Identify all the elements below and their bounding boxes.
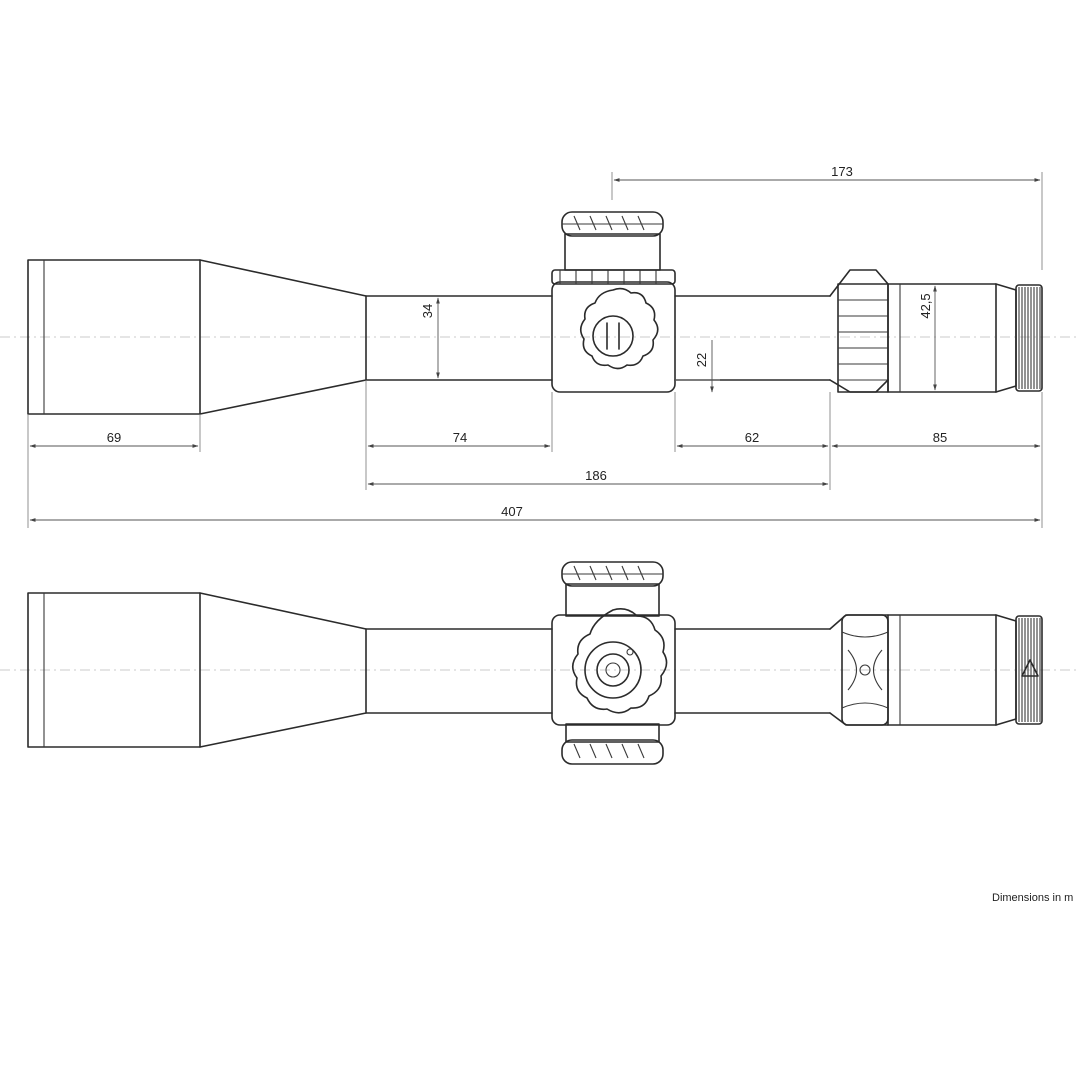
turret-housing bbox=[551, 211, 676, 393]
eyepiece-assembly-side bbox=[829, 614, 1043, 726]
dim-turret-height: 22 bbox=[694, 353, 709, 367]
main-tube bbox=[365, 295, 831, 381]
dim-eyepiece: 85 bbox=[933, 430, 947, 445]
triangle-mark-icon bbox=[1021, 659, 1039, 677]
dim-overall-length: 407 bbox=[501, 504, 523, 519]
objective-bell-side bbox=[27, 592, 367, 748]
dim-eyepiece-diameter: 42,5 bbox=[918, 293, 933, 318]
scope-side-view bbox=[0, 561, 1080, 765]
main-tube-side bbox=[365, 628, 831, 714]
eyepiece-assembly bbox=[829, 269, 1043, 393]
dim-tube-right: 62 bbox=[745, 430, 759, 445]
dim-tube-left: 74 bbox=[453, 430, 467, 445]
turret-housing-side bbox=[551, 561, 676, 765]
dim-top-span: 173 bbox=[831, 164, 853, 179]
extension-lines bbox=[27, 172, 1043, 528]
units-note: Dimensions in m bbox=[992, 892, 1074, 904]
dimension-labels: 173 69 74 62 85 186 407 34 22 42,5 bbox=[107, 164, 947, 519]
scope-top-view bbox=[0, 211, 1080, 415]
dim-tube-total: 186 bbox=[585, 468, 607, 483]
objective-bell bbox=[27, 259, 367, 415]
dimension-lines bbox=[29, 178, 1041, 522]
dim-tube-diameter: 34 bbox=[420, 304, 435, 318]
dim-objective-length: 69 bbox=[107, 430, 121, 445]
